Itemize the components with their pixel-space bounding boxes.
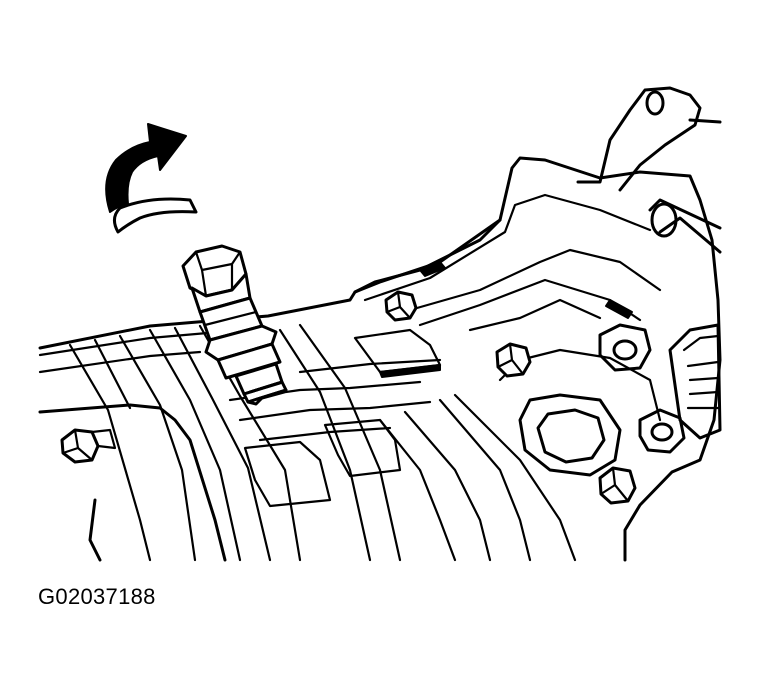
bolt-center (495, 342, 532, 378)
curved-arrow-icon (105, 123, 198, 234)
bolt-lower-right (598, 466, 637, 505)
figure-code-label: G02037188 (38, 584, 156, 609)
case-shading (379, 261, 633, 378)
mounting-bracket (576, 86, 722, 254)
bolt-upper (384, 290, 418, 322)
speed-sensor (181, 244, 288, 406)
bolt-left (60, 428, 117, 464)
